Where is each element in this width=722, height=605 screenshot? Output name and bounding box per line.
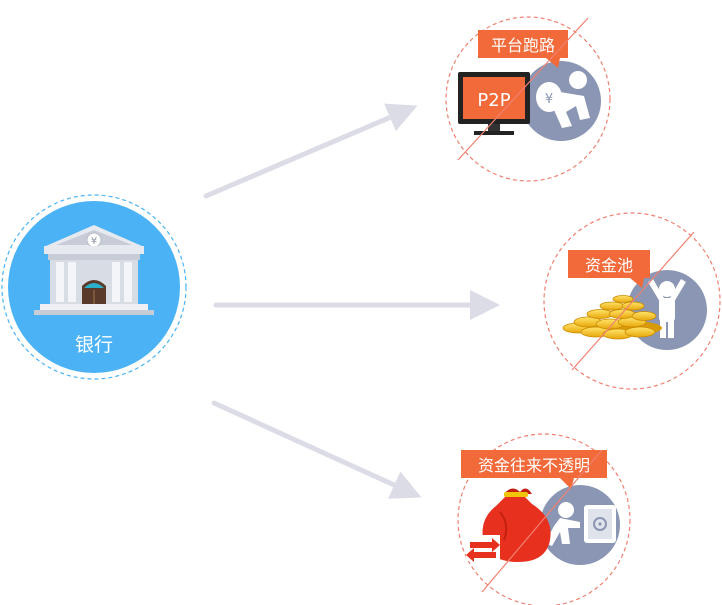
platform-strike-line [457, 17, 589, 161]
platform-dashed-circle [445, 16, 611, 182]
risk-pool: 资金池 [543, 212, 721, 390]
bank-outer-ring [1, 194, 187, 380]
thief-icon [536, 71, 590, 128]
platform-tag-label: 平台跑路 [491, 36, 555, 55]
bank-currency-symbol: ¥ [91, 236, 97, 247]
monitor-screen-text: P2P [477, 90, 510, 111]
risk-platform: ¥ P2P 平台跑路 [445, 16, 611, 182]
celebrating-figure-icon [648, 279, 686, 338]
gold-coins-icon [562, 295, 662, 340]
pool-strike-line [571, 231, 695, 371]
arrows [203, 103, 500, 499]
pool-tag-label: 资金池 [585, 256, 633, 275]
platform-tag: 平台跑路 [478, 30, 568, 68]
opaque-strike-line [481, 449, 603, 593]
opaque-dashed-circle [457, 433, 631, 605]
transfer-arrows-icon [466, 535, 500, 562]
pool-tag: 资金池 [568, 250, 650, 288]
risk-opaque: 资金往来不透明 [457, 433, 631, 605]
pool-dashed-circle [543, 212, 721, 390]
figure-pushing-safe-icon [545, 502, 616, 546]
platform-bag-currency: ¥ [545, 92, 553, 107]
bank-label: 银行 [75, 334, 113, 356]
arrow-to-platform [203, 103, 418, 199]
bank-node: ¥ 银行 [1, 194, 187, 380]
arrow-to-opaque [211, 400, 422, 499]
monitor-icon [458, 72, 530, 135]
bank-building-icon [34, 225, 154, 315]
opaque-tag-label: 资金往来不透明 [478, 456, 590, 475]
